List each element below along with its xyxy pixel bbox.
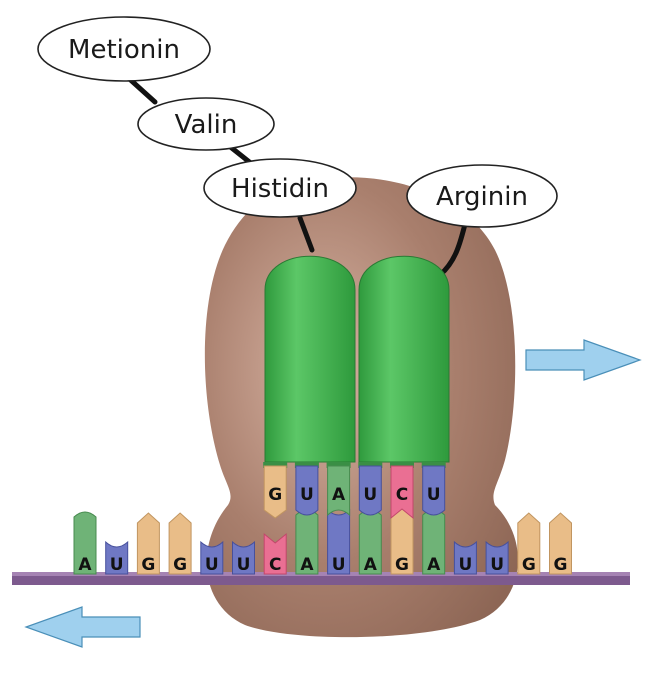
mrna-base: G (549, 512, 572, 575)
mrna-base-label: G (522, 555, 536, 575)
mrna-base: G (136, 512, 160, 575)
amino-acid-histidin: Histidin (203, 158, 357, 218)
anticodon-base: U (358, 462, 383, 516)
mrna-base-label: A (78, 555, 92, 575)
anticodon-stem (326, 462, 351, 468)
mrna-base-label: U (332, 555, 346, 575)
anticodon-base-label: U (300, 485, 314, 505)
mrna-base: U (485, 540, 509, 575)
anticodon-base-label: C (396, 485, 408, 505)
anticodon-stem (263, 462, 288, 468)
mrna-base-label: C (269, 555, 281, 575)
mrna-base: A (295, 509, 319, 575)
anticodon-base: A (326, 462, 351, 517)
anticodon-stem (358, 462, 383, 468)
mrna-base: U (232, 540, 255, 575)
anticodon-base-label: A (332, 485, 346, 505)
anticodon-base: C (390, 462, 414, 520)
amino-acid-valin: Valin (137, 97, 275, 151)
mrna-base-label: G (554, 555, 568, 575)
mrna-base: G (168, 512, 192, 575)
mrna-base: U (105, 540, 129, 575)
anticodon-base-label: U (427, 485, 441, 505)
trna-left-body (264, 255, 356, 463)
mrna-base: G (517, 512, 541, 575)
mrna-backbone-highlight (12, 572, 630, 576)
anticodon-base-label: G (268, 485, 282, 505)
mrna-base: A (422, 509, 446, 575)
mrna-base-label: G (173, 555, 187, 575)
mrna-base: U (327, 508, 351, 575)
arrow-left-icon (24, 606, 141, 648)
mrna-base-label: U (237, 555, 251, 575)
anticodon-stem (294, 462, 319, 468)
amino-label: Metionin (68, 35, 180, 65)
mrna-base: G (390, 506, 414, 575)
mrna-base: A (73, 511, 97, 575)
mrna-base-label: U (110, 555, 124, 575)
anticodon-stem (390, 462, 414, 468)
mrna-base: A (358, 509, 382, 575)
mrna-base-label: U (205, 555, 219, 575)
mrna-base-label: A (427, 555, 441, 575)
mrna-base-label: U (490, 555, 504, 575)
arrow-right-icon (525, 339, 642, 381)
mrna-base-label: U (458, 555, 472, 575)
amino-label: Arginin (436, 182, 528, 212)
amino-label: Histidin (231, 174, 329, 204)
amino-acid-metionin: Metionin (37, 16, 211, 82)
mrna-base-label: G (141, 555, 155, 575)
mrna-base-label: G (395, 555, 409, 575)
anticodon-base: G (263, 462, 288, 519)
amino-acid-arginin: Arginin (406, 164, 558, 228)
anticodon-base: U (421, 462, 446, 516)
mrna-base-label: A (300, 555, 314, 575)
amino-label: Valin (175, 110, 238, 140)
anticodon-base-label: U (363, 485, 377, 505)
trna-right-body (358, 255, 450, 463)
mrna-base-label: A (364, 555, 378, 575)
anticodon-base: U (294, 462, 319, 516)
mrna-base: U (200, 540, 224, 575)
mrna-base: U (453, 540, 477, 575)
anticodon-stem (421, 462, 446, 468)
mrna-base: C (263, 532, 287, 575)
